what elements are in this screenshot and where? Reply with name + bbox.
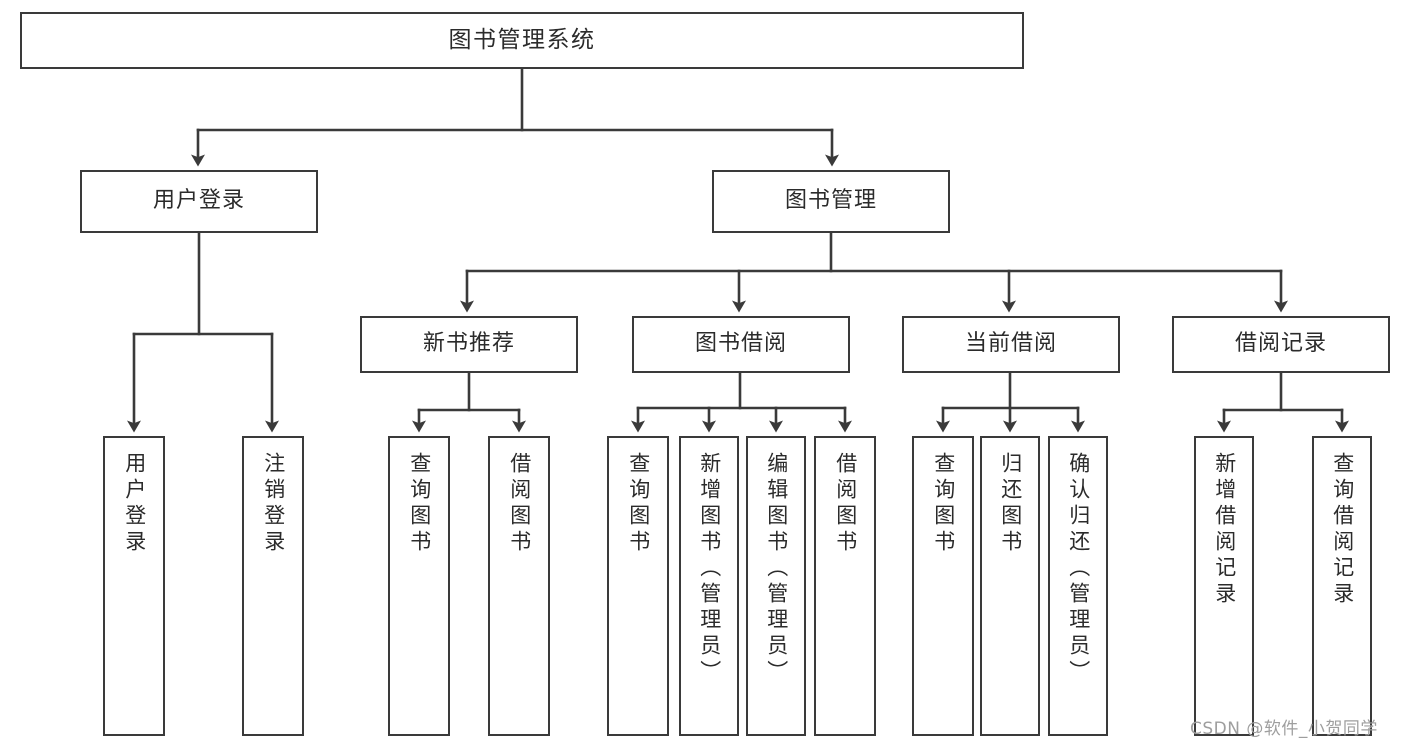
node-label: 借阅图书	[507, 452, 532, 556]
node-label: 新增借阅记录	[1212, 452, 1237, 608]
leaf-borrow-add-book-admin[interactable]: 新增图书（管理员）	[679, 436, 739, 736]
csdn-watermark: CSDN @软件_小贺同学	[1190, 719, 1378, 739]
leaf-record-add-record[interactable]: 新增借阅记录	[1194, 436, 1254, 736]
leaf-record-query-record[interactable]: 查询借阅记录	[1312, 436, 1372, 736]
node-label: 用户登录	[152, 188, 245, 214]
leaf-user-login[interactable]: 用户登录	[103, 436, 165, 736]
node-root-system[interactable]: 图书管理系统	[20, 12, 1024, 69]
node-label: 借阅记录	[1234, 331, 1327, 357]
leaf-current-query-book[interactable]: 查询图书	[912, 436, 974, 736]
node-label: 用户登录	[122, 452, 147, 556]
node-label: 确认归还（管理员）	[1066, 452, 1091, 686]
node-label: 注销登录	[261, 452, 286, 556]
node-label: 查询借阅记录	[1330, 452, 1355, 608]
leaf-logout[interactable]: 注销登录	[242, 436, 304, 736]
leaf-borrow-edit-book-admin[interactable]: 编辑图书（管理员）	[746, 436, 806, 736]
node-user-login[interactable]: 用户登录	[80, 170, 318, 233]
node-label: 图书管理	[784, 188, 877, 214]
leaf-recommend-borrow-book[interactable]: 借阅图书	[488, 436, 550, 736]
leaf-recommend-query-book[interactable]: 查询图书	[388, 436, 450, 736]
node-current-borrow[interactable]: 当前借阅	[902, 316, 1120, 373]
leaf-current-confirm-return-admin[interactable]: 确认归还（管理员）	[1048, 436, 1108, 736]
leaf-borrow-query-book[interactable]: 查询图书	[607, 436, 669, 736]
node-book-management[interactable]: 图书管理	[712, 170, 950, 233]
node-label: 新书推荐	[422, 331, 515, 357]
node-label: 图书管理系统	[448, 26, 596, 53]
node-book-borrow[interactable]: 图书借阅	[632, 316, 850, 373]
node-label: 借阅图书	[833, 452, 858, 556]
node-label: 查询图书	[931, 452, 956, 556]
node-label: 编辑图书（管理员）	[764, 452, 789, 686]
node-label: 图书借阅	[694, 331, 787, 357]
leaf-current-return-book[interactable]: 归还图书	[980, 436, 1040, 736]
node-label: 新增图书（管理员）	[697, 452, 722, 686]
node-borrow-record[interactable]: 借阅记录	[1172, 316, 1390, 373]
node-label: 查询图书	[407, 452, 432, 556]
node-label: 当前借阅	[964, 331, 1057, 357]
leaf-borrow-borrow-book[interactable]: 借阅图书	[814, 436, 876, 736]
node-label: 查询图书	[626, 452, 651, 556]
node-new-book-recommend[interactable]: 新书推荐	[360, 316, 578, 373]
node-label: 归还图书	[998, 452, 1023, 556]
